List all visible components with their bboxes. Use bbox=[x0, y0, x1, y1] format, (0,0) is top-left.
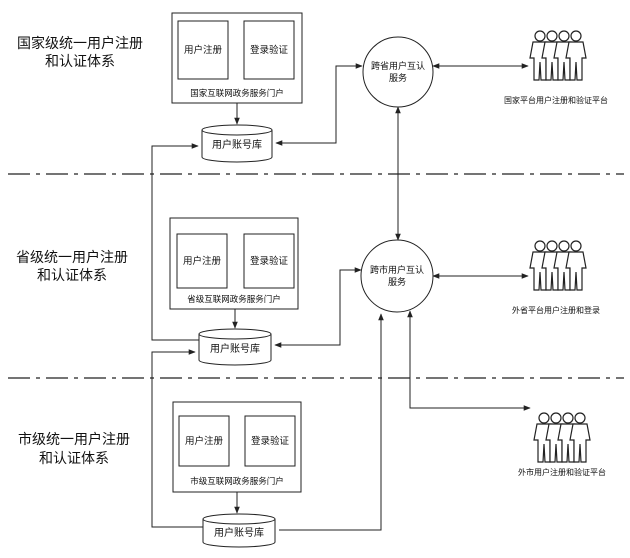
municipal-db-to-provincial-db-link bbox=[151, 349, 203, 528]
provincial-login-label: 登录验证 bbox=[250, 255, 289, 267]
provincial-title-line1: 省级统一用户注册 bbox=[16, 249, 128, 266]
provincial-database: 用户账号库 bbox=[198, 328, 272, 366]
other-city-users: 外市用户注册和验证平台 bbox=[518, 412, 606, 477]
provincial-portal-name: 省级互联网政务服务门户 bbox=[187, 294, 281, 305]
national-portal: 用户注册 登录验证 国家互联网政务服务门户 bbox=[171, 12, 303, 104]
municipal-register-label: 用户注册 bbox=[185, 435, 224, 447]
cross-province-label-line1: 跨省用户互认 bbox=[371, 60, 425, 72]
municipal-db-label: 用户账号库 bbox=[214, 526, 264, 539]
provincial-register-box bbox=[176, 233, 228, 289]
other-city-label: 外市用户注册和验证平台 bbox=[518, 467, 606, 477]
national-db-to-cross-province-link bbox=[275, 63, 363, 146]
cross-province-service: 跨省用户互认 服务 bbox=[362, 36, 434, 108]
national-portal-name: 国家互联网政务服务门户 bbox=[190, 88, 284, 99]
national-database: 用户账号库 bbox=[201, 124, 273, 163]
other-province-users: 外省平台用户注册和登录 bbox=[512, 240, 600, 315]
national-platform-users: 国家平台用户注册和验证平台 bbox=[504, 30, 608, 105]
other-province-label: 外省平台用户注册和登录 bbox=[512, 305, 600, 315]
national-register-label: 用户注册 bbox=[184, 44, 223, 56]
municipal-database: 用户账号库 bbox=[202, 513, 276, 548]
national-login-label: 登录验证 bbox=[250, 44, 289, 56]
municipal-portal-name: 市级互联网政务服务门户 bbox=[190, 476, 284, 487]
municipal-register-box bbox=[178, 415, 230, 467]
municipal-title-line2: 和认证体系 bbox=[39, 451, 109, 467]
municipal-login-label: 登录验证 bbox=[251, 435, 290, 447]
municipal-login-box bbox=[244, 415, 296, 467]
cross-province-label-line2: 服务 bbox=[389, 72, 407, 84]
national-title-line1: 国家级统一用户注册 bbox=[17, 35, 143, 52]
national-db-label: 用户账号库 bbox=[212, 138, 262, 151]
national-platform-label: 国家平台用户注册和验证平台 bbox=[504, 95, 608, 105]
municipal-portal: 用户注册 登录验证 市级互联网政务服务门户 bbox=[172, 401, 302, 493]
municipal-title-line1: 市级统一用户注册 bbox=[18, 431, 130, 448]
cross-city-service: 跨市用户互认 服务 bbox=[360, 239, 434, 313]
cross-city-label-line1: 跨市用户互认 bbox=[370, 264, 424, 276]
provincial-db-to-cross-city-link bbox=[274, 267, 362, 348]
cross-city-label-line2: 服务 bbox=[388, 276, 406, 288]
provincial-db-to-national-db-link bbox=[151, 143, 199, 341]
national-title-line2: 和认证体系 bbox=[45, 54, 115, 70]
national-register-box bbox=[177, 20, 229, 80]
provincial-register-label: 用户注册 bbox=[183, 255, 222, 267]
provincial-db-label: 用户账号库 bbox=[210, 342, 260, 355]
provincial-portal: 用户注册 登录验证 省级互联网政务服务门户 bbox=[169, 217, 299, 310]
provincial-title-line2: 和认证体系 bbox=[37, 268, 107, 284]
municipal-db-to-cross-city-link bbox=[279, 313, 384, 531]
cross-city-to-other-city-link bbox=[407, 310, 531, 411]
